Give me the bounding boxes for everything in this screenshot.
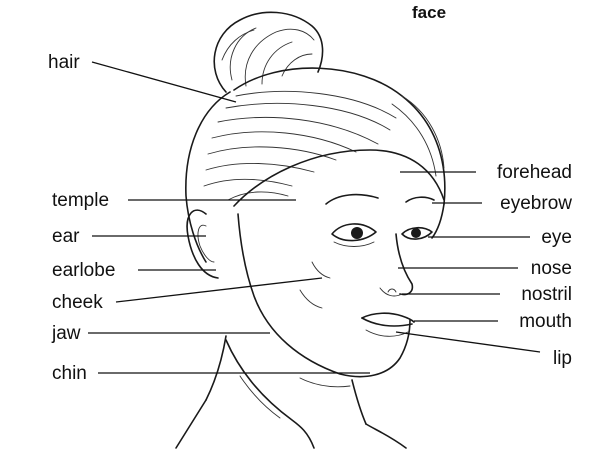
- lip-leader: [395, 331, 541, 353]
- label-earlobe: earlobe: [52, 260, 115, 281]
- face-illustration: [175, 11, 446, 449]
- cheek-leader: [115, 277, 323, 303]
- labels: face hair temple ear earlobe cheek jaw c…: [48, 3, 572, 384]
- label-jaw: jaw: [51, 323, 81, 344]
- label-nose: nose: [531, 258, 572, 279]
- label-hair: hair: [48, 52, 80, 73]
- label-lip: lip: [553, 348, 572, 369]
- label-chin: chin: [52, 363, 87, 384]
- leader-lines: [88, 61, 541, 374]
- label-ear: ear: [52, 226, 80, 247]
- label-forehead: forehead: [497, 162, 572, 183]
- label-mouth: mouth: [519, 311, 572, 332]
- hair-leader: [91, 61, 237, 103]
- label-cheek: cheek: [52, 292, 103, 313]
- diagram-title: face: [412, 3, 446, 22]
- label-eye: eye: [541, 227, 572, 248]
- label-eyebrow: eyebrow: [500, 193, 572, 214]
- label-temple: temple: [52, 190, 109, 211]
- label-nostril: nostril: [521, 284, 572, 305]
